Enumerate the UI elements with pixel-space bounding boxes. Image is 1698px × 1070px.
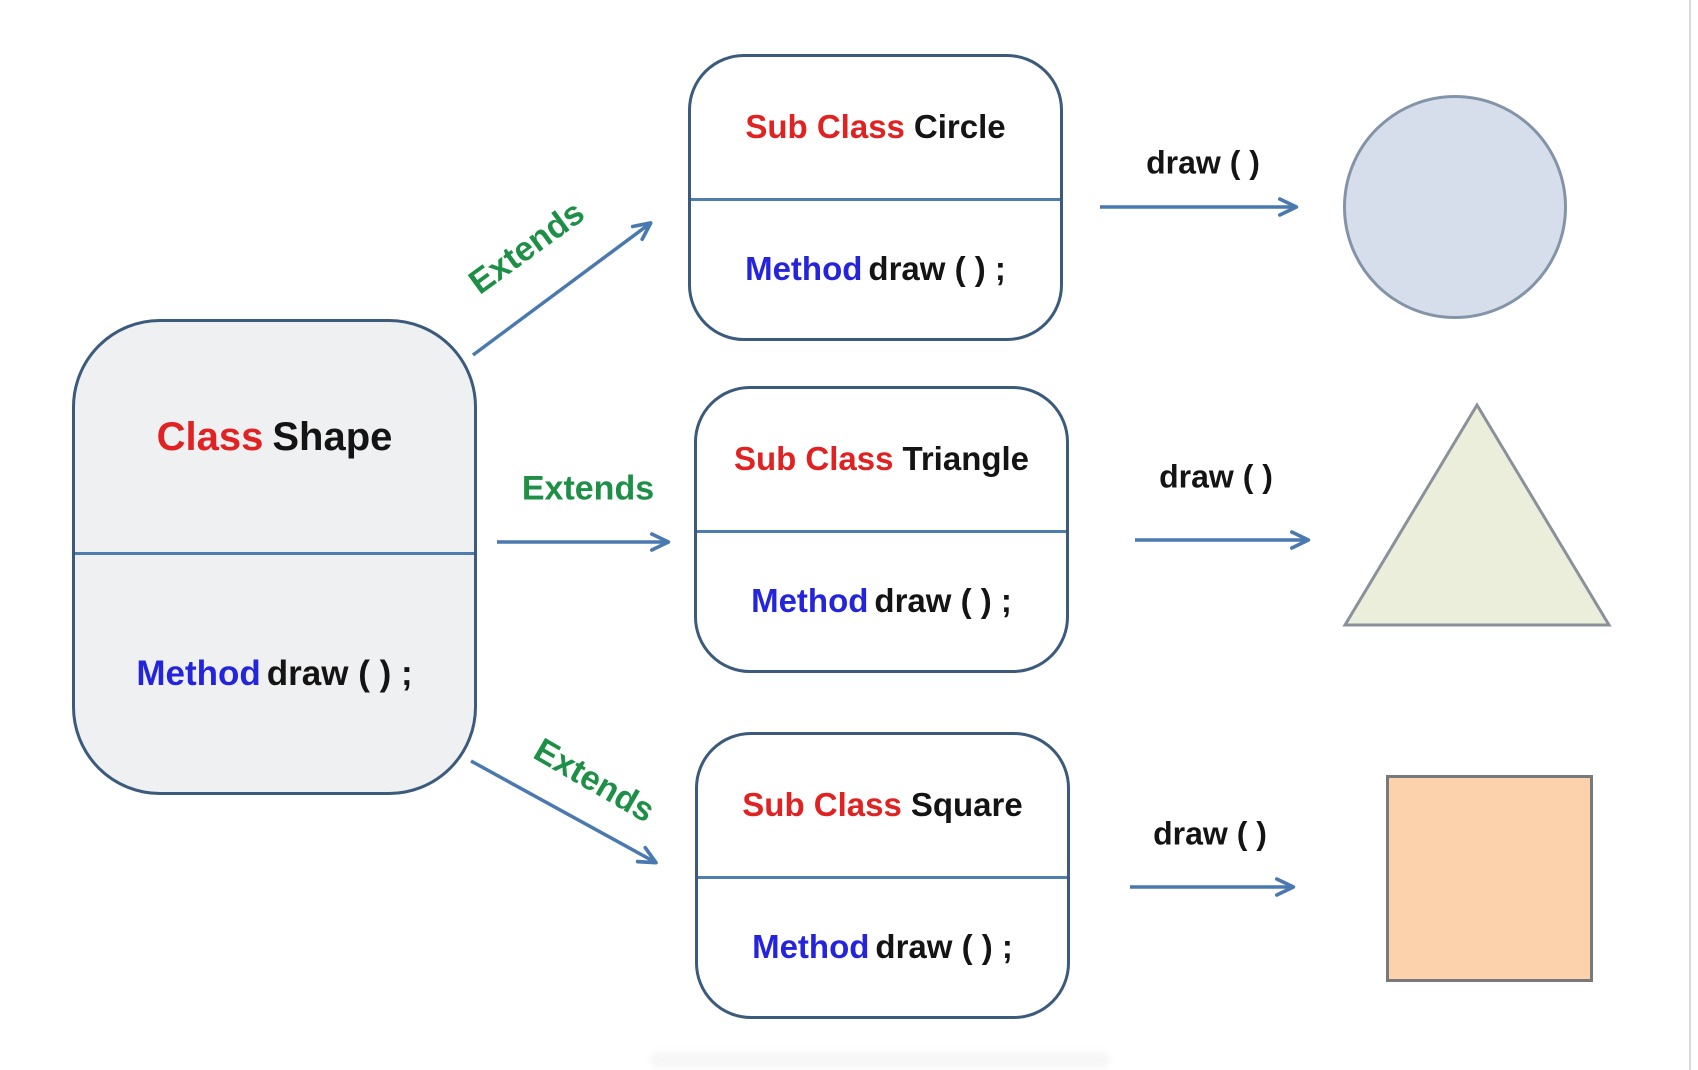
method-signature: draw ( ) ; — [868, 250, 1006, 288]
method-keyword: Method — [752, 928, 870, 966]
square-shape — [1386, 775, 1593, 982]
class-shape-box: Class Shape Method draw ( ) ; — [72, 319, 477, 795]
subclass-method-section: Method draw ( ) ; — [698, 875, 1067, 1017]
subclass-box-triangle: Sub Class Triangle Method draw ( ) ; — [694, 386, 1069, 673]
method-keyword: Method — [751, 582, 869, 620]
extends-arrow-circle — [471, 221, 653, 357]
subclass-title-section: Sub Class Circle — [691, 57, 1060, 198]
subclass-name: Square — [910, 786, 1023, 824]
draw-call-label-circle: draw ( ) — [1146, 144, 1260, 181]
class-title-section: Class Shape — [75, 322, 474, 552]
subclass-title-section: Sub Class Square — [698, 735, 1067, 876]
subclass-keyword: Sub Class — [733, 440, 894, 478]
page-edge-line — [1689, 0, 1691, 1070]
method-keyword: Method — [745, 250, 863, 288]
extends-arrow-square — [470, 759, 658, 865]
method-signature: draw ( ) ; — [874, 582, 1012, 620]
class-method-section: Method draw ( ) ; — [75, 552, 474, 792]
class-keyword: Class — [156, 414, 264, 459]
draw-call-label-square: draw ( ) — [1153, 815, 1267, 852]
subclass-box-square: Sub Class Square Method draw ( ) ; — [695, 732, 1070, 1019]
draw-call-label-triangle: draw ( ) — [1159, 458, 1273, 495]
cropped-text-artifact — [650, 1052, 1110, 1068]
subclass-name: Circle — [913, 108, 1006, 146]
subclass-method-section: Method draw ( ) ; — [691, 197, 1060, 339]
subclass-box-circle: Sub Class Circle Method draw ( ) ; — [688, 54, 1063, 341]
subclass-keyword: Sub Class — [745, 108, 905, 146]
class-name: Shape — [272, 414, 393, 459]
subclass-name: Triangle — [902, 440, 1030, 478]
method-signature: draw ( ) ; — [875, 928, 1013, 966]
subclass-title-section: Sub Class Triangle — [697, 389, 1066, 530]
method-keyword: Method — [136, 653, 261, 693]
extends-label-triangle: Extends — [521, 469, 655, 508]
subclass-keyword: Sub Class — [742, 786, 902, 824]
method-signature: draw ( ) ; — [266, 653, 413, 693]
subclass-method-section: Method draw ( ) ; — [697, 529, 1066, 671]
circle-shape — [1343, 95, 1567, 319]
triangle-shape — [1342, 402, 1612, 627]
